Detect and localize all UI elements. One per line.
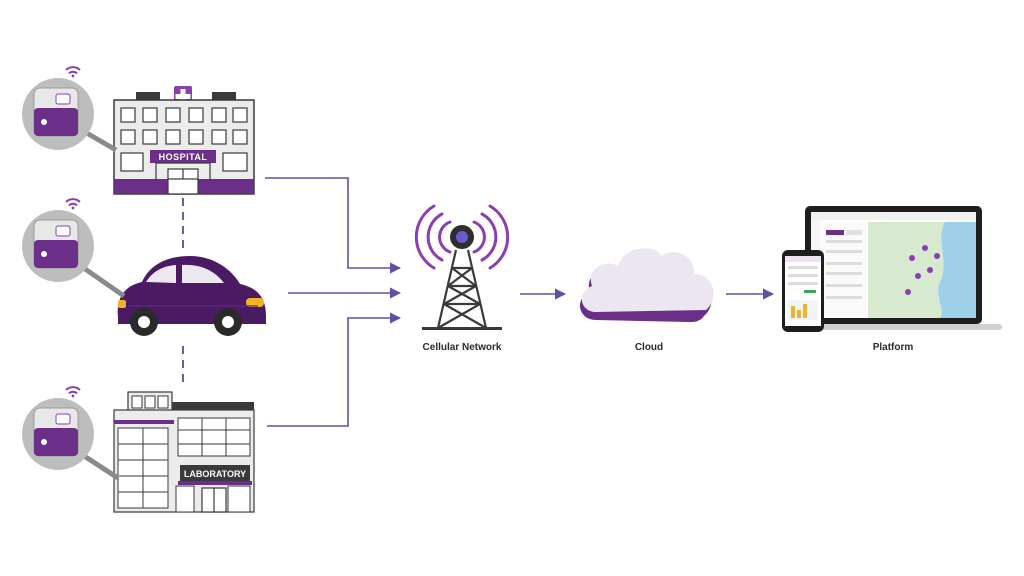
sensor-bubble-laboratory bbox=[22, 386, 120, 481]
wifi-icon bbox=[65, 386, 81, 398]
laboratory-sign: LABORATORY bbox=[184, 469, 246, 479]
cloud-icon bbox=[579, 248, 714, 322]
platform-label: Platform bbox=[872, 342, 914, 353]
delivery-car bbox=[117, 256, 266, 336]
laboratory-building: LABORATORY bbox=[113, 391, 255, 513]
wifi-icon bbox=[65, 66, 81, 78]
connector-hospital-to-tower bbox=[265, 177, 402, 274]
connector-laboratory-to-tower bbox=[267, 312, 402, 427]
wifi-icon bbox=[65, 198, 81, 210]
cellular-network-label: Cellular Network bbox=[422, 342, 502, 353]
cooler-box-icon bbox=[33, 407, 79, 457]
laptop-phone-icon bbox=[782, 206, 1002, 332]
connectors bbox=[265, 177, 775, 427]
hospital-sign: HOSPITAL bbox=[159, 152, 208, 162]
cloud-label: Cloud bbox=[634, 342, 664, 353]
cell-tower-icon bbox=[414, 204, 510, 330]
cooler-box-icon bbox=[33, 87, 79, 137]
sensor-bubble-vehicle bbox=[22, 198, 126, 299]
cooler-box-icon bbox=[33, 219, 79, 269]
hospital-building: HOSPITAL bbox=[113, 86, 255, 195]
sensor-bubble-hospital bbox=[22, 66, 118, 153]
